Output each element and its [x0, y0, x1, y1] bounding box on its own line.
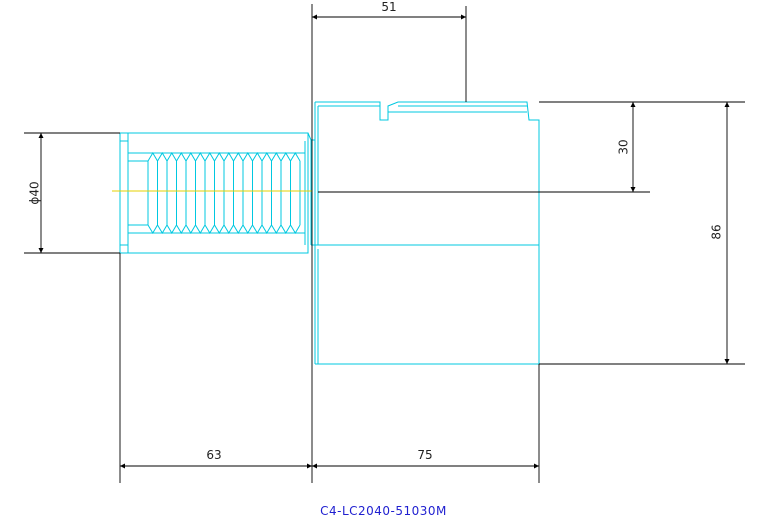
dimension-lines: [24, 4, 745, 483]
dim-text-75: 75: [417, 448, 432, 462]
dim-text-dia40: ϕ40: [28, 181, 42, 204]
dim-text-51: 51: [381, 0, 396, 14]
tool-body: [311, 101, 540, 365]
threaded-shank: [119, 132, 315, 254]
dim-text-86: 86: [710, 224, 724, 239]
dim-text-63: 63: [206, 448, 221, 462]
part-number-label: C4-LC2040-51030M: [320, 504, 447, 518]
dimension-arrows: [38, 14, 730, 469]
thread-profile: [128, 152, 301, 234]
dim-text-30: 30: [617, 139, 631, 154]
part-outline: [119, 101, 540, 365]
